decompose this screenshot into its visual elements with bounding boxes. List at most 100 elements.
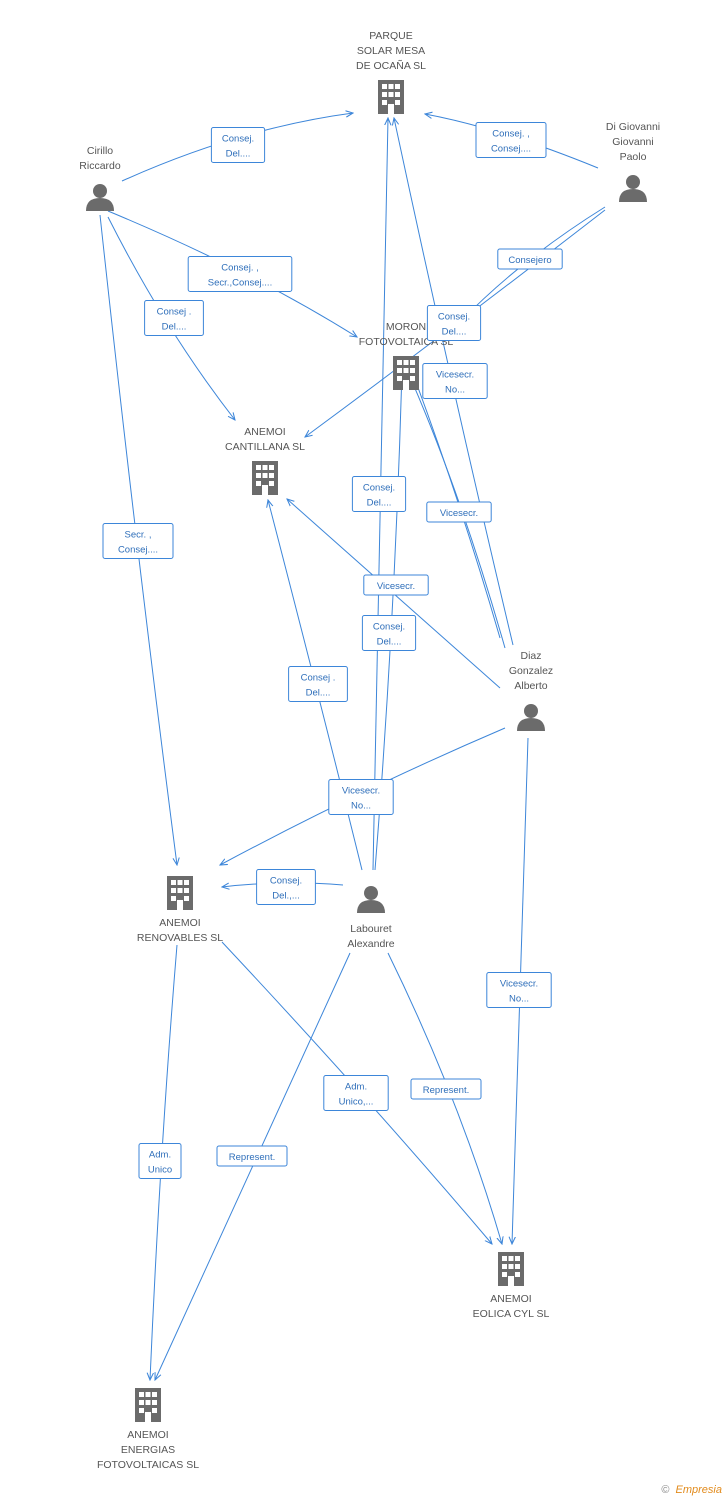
edge-label-text: Represent.	[423, 1085, 469, 1096]
node-label: Alexandre	[347, 938, 394, 950]
edge-label-text: Vicesecr.	[377, 581, 415, 592]
edge-label-text: Secr. ,	[125, 530, 152, 541]
building-icon	[252, 461, 278, 495]
edge-label-box	[410, 1078, 482, 1100]
edge-label-text: Vicesecr.	[500, 979, 538, 990]
edge-role-label[interactable]: Adm. Unico,...	[323, 1075, 389, 1111]
node-label: MORON	[386, 321, 426, 333]
edge-label-text: Del....	[226, 149, 251, 160]
edge-label-text: Del....	[162, 322, 187, 333]
edge-label-text: Consej.	[222, 134, 254, 145]
edge-label-box	[363, 574, 429, 596]
edge-label-text: Consej....	[118, 545, 158, 556]
node-label: Labouret	[350, 923, 392, 935]
edge-labels-layer: Consej. Del.... Consej. , Consej.... Conseje…	[102, 122, 563, 1179]
edge-label-box	[210, 127, 266, 163]
edge-role-label[interactable]: Consej. , Consej....	[475, 122, 547, 158]
node-label: Di Giovanni	[606, 121, 660, 133]
edge-label-text: Vicesecr.	[440, 508, 478, 519]
edge-role-label[interactable]: Consej . Del....	[288, 666, 348, 702]
edge-label-text: Adm.	[345, 1082, 367, 1093]
edge-role-label[interactable]: Vicesecr.	[426, 501, 492, 523]
edge-label-text: Adm.	[149, 1150, 171, 1161]
edge-role-label[interactable]: Adm. Unico	[138, 1143, 182, 1179]
node-label: SOLAR MESA	[357, 45, 425, 57]
edge-role-label[interactable]: Represent.	[216, 1145, 288, 1167]
edge-label-text: Del....	[442, 327, 467, 338]
edge-label-text: Represent.	[229, 1152, 275, 1163]
edge-label-text: No...	[351, 801, 371, 812]
edge-label-text: Del.,...	[272, 891, 299, 902]
edge-label-box	[351, 476, 407, 512]
edge-label-text: Del....	[377, 637, 402, 648]
edge-label-text: Del....	[306, 688, 331, 699]
node-label: Cirillo	[87, 145, 113, 157]
node-label: ANEMOI	[244, 426, 285, 438]
edge-role-label[interactable]: Secr. , Consej....	[102, 523, 174, 559]
edge-label-text: No...	[509, 994, 529, 1005]
edge-role-label[interactable]: Consej. Del....	[210, 127, 266, 163]
edge-label-box	[216, 1145, 288, 1167]
node-label: ENERGIAS	[121, 1444, 175, 1456]
edge-label-box	[497, 248, 563, 270]
edge-label-box	[187, 256, 293, 292]
edge-label-box	[361, 615, 417, 651]
edge-diaz-to-moron	[407, 370, 506, 649]
edge-role-label[interactable]: Vicesecr.	[363, 574, 429, 596]
edge-label-text: Consej.	[438, 312, 470, 323]
edge-role-label[interactable]: Consej. Del....	[361, 615, 417, 651]
node-label: Paolo	[620, 151, 647, 163]
edge-role-label[interactable]: Consej. Del....	[351, 476, 407, 512]
edge-label-box	[422, 363, 488, 399]
building-icon	[393, 356, 419, 390]
edge-label-text: Del....	[367, 498, 392, 509]
edge-label-text: Unico	[148, 1165, 172, 1176]
edge-label-text: Consej.	[373, 622, 405, 633]
edge-label-text: Consej.	[270, 876, 302, 887]
edge-role-label[interactable]: Consej . Del....	[144, 300, 204, 336]
edge-label-box	[328, 779, 394, 815]
edge-label-text: Consej .	[157, 307, 192, 318]
footer: © Empresia	[661, 1484, 722, 1496]
edge-label-box	[256, 869, 316, 905]
building-icon	[498, 1252, 524, 1286]
node-label: Alberto	[514, 680, 547, 692]
edge-label-text: Vicesecr.	[436, 370, 474, 381]
edge-role-label[interactable]: Consej. Del.,...	[256, 869, 316, 905]
edge-label-text: Unico,...	[339, 1097, 374, 1108]
building-icon	[378, 80, 404, 114]
node-label: Giovanni	[612, 136, 653, 148]
edge-role-label[interactable]: Represent.	[410, 1078, 482, 1100]
person-icon	[86, 184, 114, 211]
person-icon	[357, 886, 385, 913]
edge-label-text: Consej. ,	[492, 129, 530, 140]
edge-label-text: Secr.,Consej....	[208, 278, 272, 289]
building-icon	[135, 1388, 161, 1422]
brand-logo[interactable]: Empresia	[675, 1484, 722, 1496]
edge-role-label[interactable]: Vicesecr. No...	[328, 779, 394, 815]
edge-role-label[interactable]: Consej. ,Secr.,Consej....	[187, 256, 293, 292]
edge-label-box	[288, 666, 348, 702]
edge-role-label[interactable]: Consej. Del....	[426, 305, 482, 341]
edge-label-text: Consej....	[491, 144, 531, 155]
edge-label-text: Consej .	[301, 673, 336, 684]
node-label: Riccardo	[79, 160, 121, 172]
edge-role-label[interactable]: Vicesecr.No...	[422, 363, 488, 399]
edge-role-label[interactable]: Vicesecr. No...	[486, 972, 552, 1008]
edge-label-text: Consej.	[363, 483, 395, 494]
edge-role-label[interactable]: Consejero	[497, 248, 563, 270]
person-icon	[619, 175, 647, 202]
node-label: ANEMOI	[159, 917, 200, 929]
edge-label-text: Vicesecr.	[342, 786, 380, 797]
edge-label-box	[102, 523, 174, 559]
